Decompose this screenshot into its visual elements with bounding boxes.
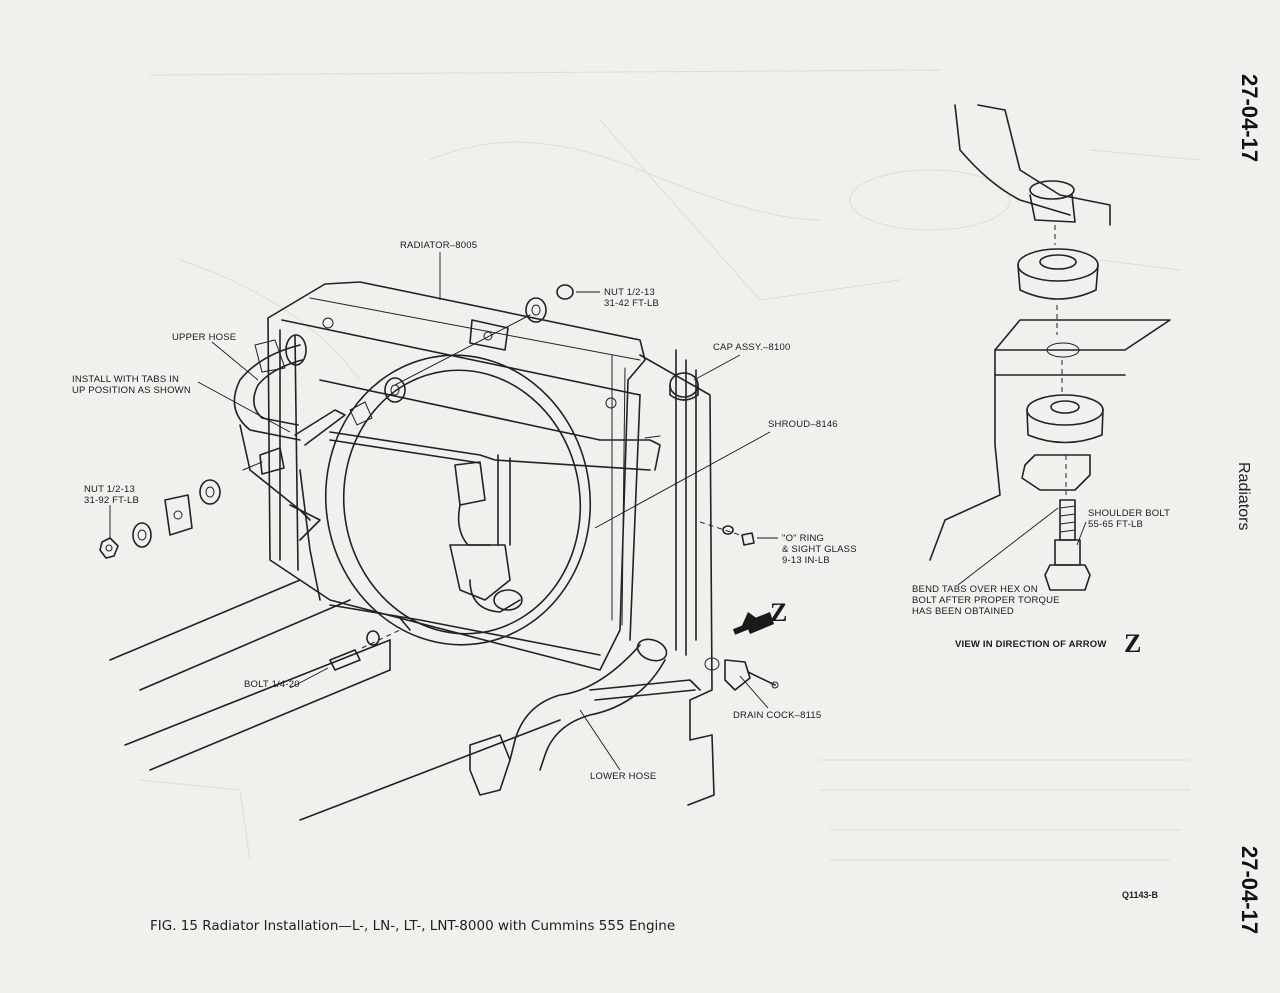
- arrow-z-letter: Z: [770, 598, 788, 627]
- leader-lines: [109, 252, 1087, 771]
- section-title: Radiators: [1235, 462, 1252, 531]
- nut-top-label: NUT 1/2-13 31-42 FT-LB: [604, 287, 660, 309]
- upper-hose: [233, 334, 307, 441]
- upper-hose-label: UPPER HOSE: [172, 332, 237, 343]
- install-tabs-label: INSTALL WITH TABS IN UP POSITION AS SHOW…: [72, 374, 191, 396]
- cap-assy-label: CAP ASSY.–8100: [713, 342, 791, 353]
- radiator-cap: [669, 372, 699, 401]
- direction-arrow-z: [732, 612, 774, 635]
- tab-brackets: [239, 409, 346, 521]
- bend-tabs-label: BEND TABS OVER HEX ON BOLT AFTER PROPER …: [912, 584, 1060, 617]
- lower-hose-label: LOWER HOSE: [590, 771, 657, 782]
- radiator-core: [267, 281, 646, 671]
- view-direction-label: VIEW IN DIRECTION OF ARROW: [955, 639, 1107, 650]
- sight-glass: [699, 521, 755, 546]
- drain-cock: [704, 657, 779, 691]
- figure-id: Q1143-B: [1122, 890, 1159, 900]
- shoulder-bolt-label: SHOULDER BOLT 55-65 FT-LB: [1088, 508, 1171, 530]
- detail-view-z: [929, 104, 1171, 591]
- shroud: [639, 349, 715, 806]
- bleed-through-ghost: [139, 69, 1201, 861]
- fan-opening: [324, 354, 592, 646]
- section-number-top: 27-04-17: [1237, 74, 1262, 163]
- coolant-tubes: [289, 431, 661, 656]
- view-z-letter: Z: [1124, 629, 1142, 658]
- figure-caption: FIG. 15 Radiator Installation—L-, LN-, L…: [150, 918, 676, 934]
- section-number-bottom: 27-04-17: [1237, 846, 1262, 935]
- radiator-label: RADIATOR–8005: [400, 240, 478, 251]
- o-ring-label: "O" RING & SIGHT GLASS 9-13 IN-LB: [782, 533, 857, 566]
- top-mount-hardware: [349, 284, 574, 426]
- shroud-label: SHROUD–8146: [768, 419, 838, 430]
- drain-cock-label: DRAIN COCK–8115: [733, 710, 822, 721]
- bolt-label: BOLT 1/4-20: [244, 679, 300, 690]
- lower-hose: [469, 638, 701, 796]
- water-outlet: [449, 461, 523, 613]
- nut-left-label: NUT 1/2-13 31-92 FT-LB: [84, 484, 140, 506]
- lower-bolt: [329, 629, 401, 671]
